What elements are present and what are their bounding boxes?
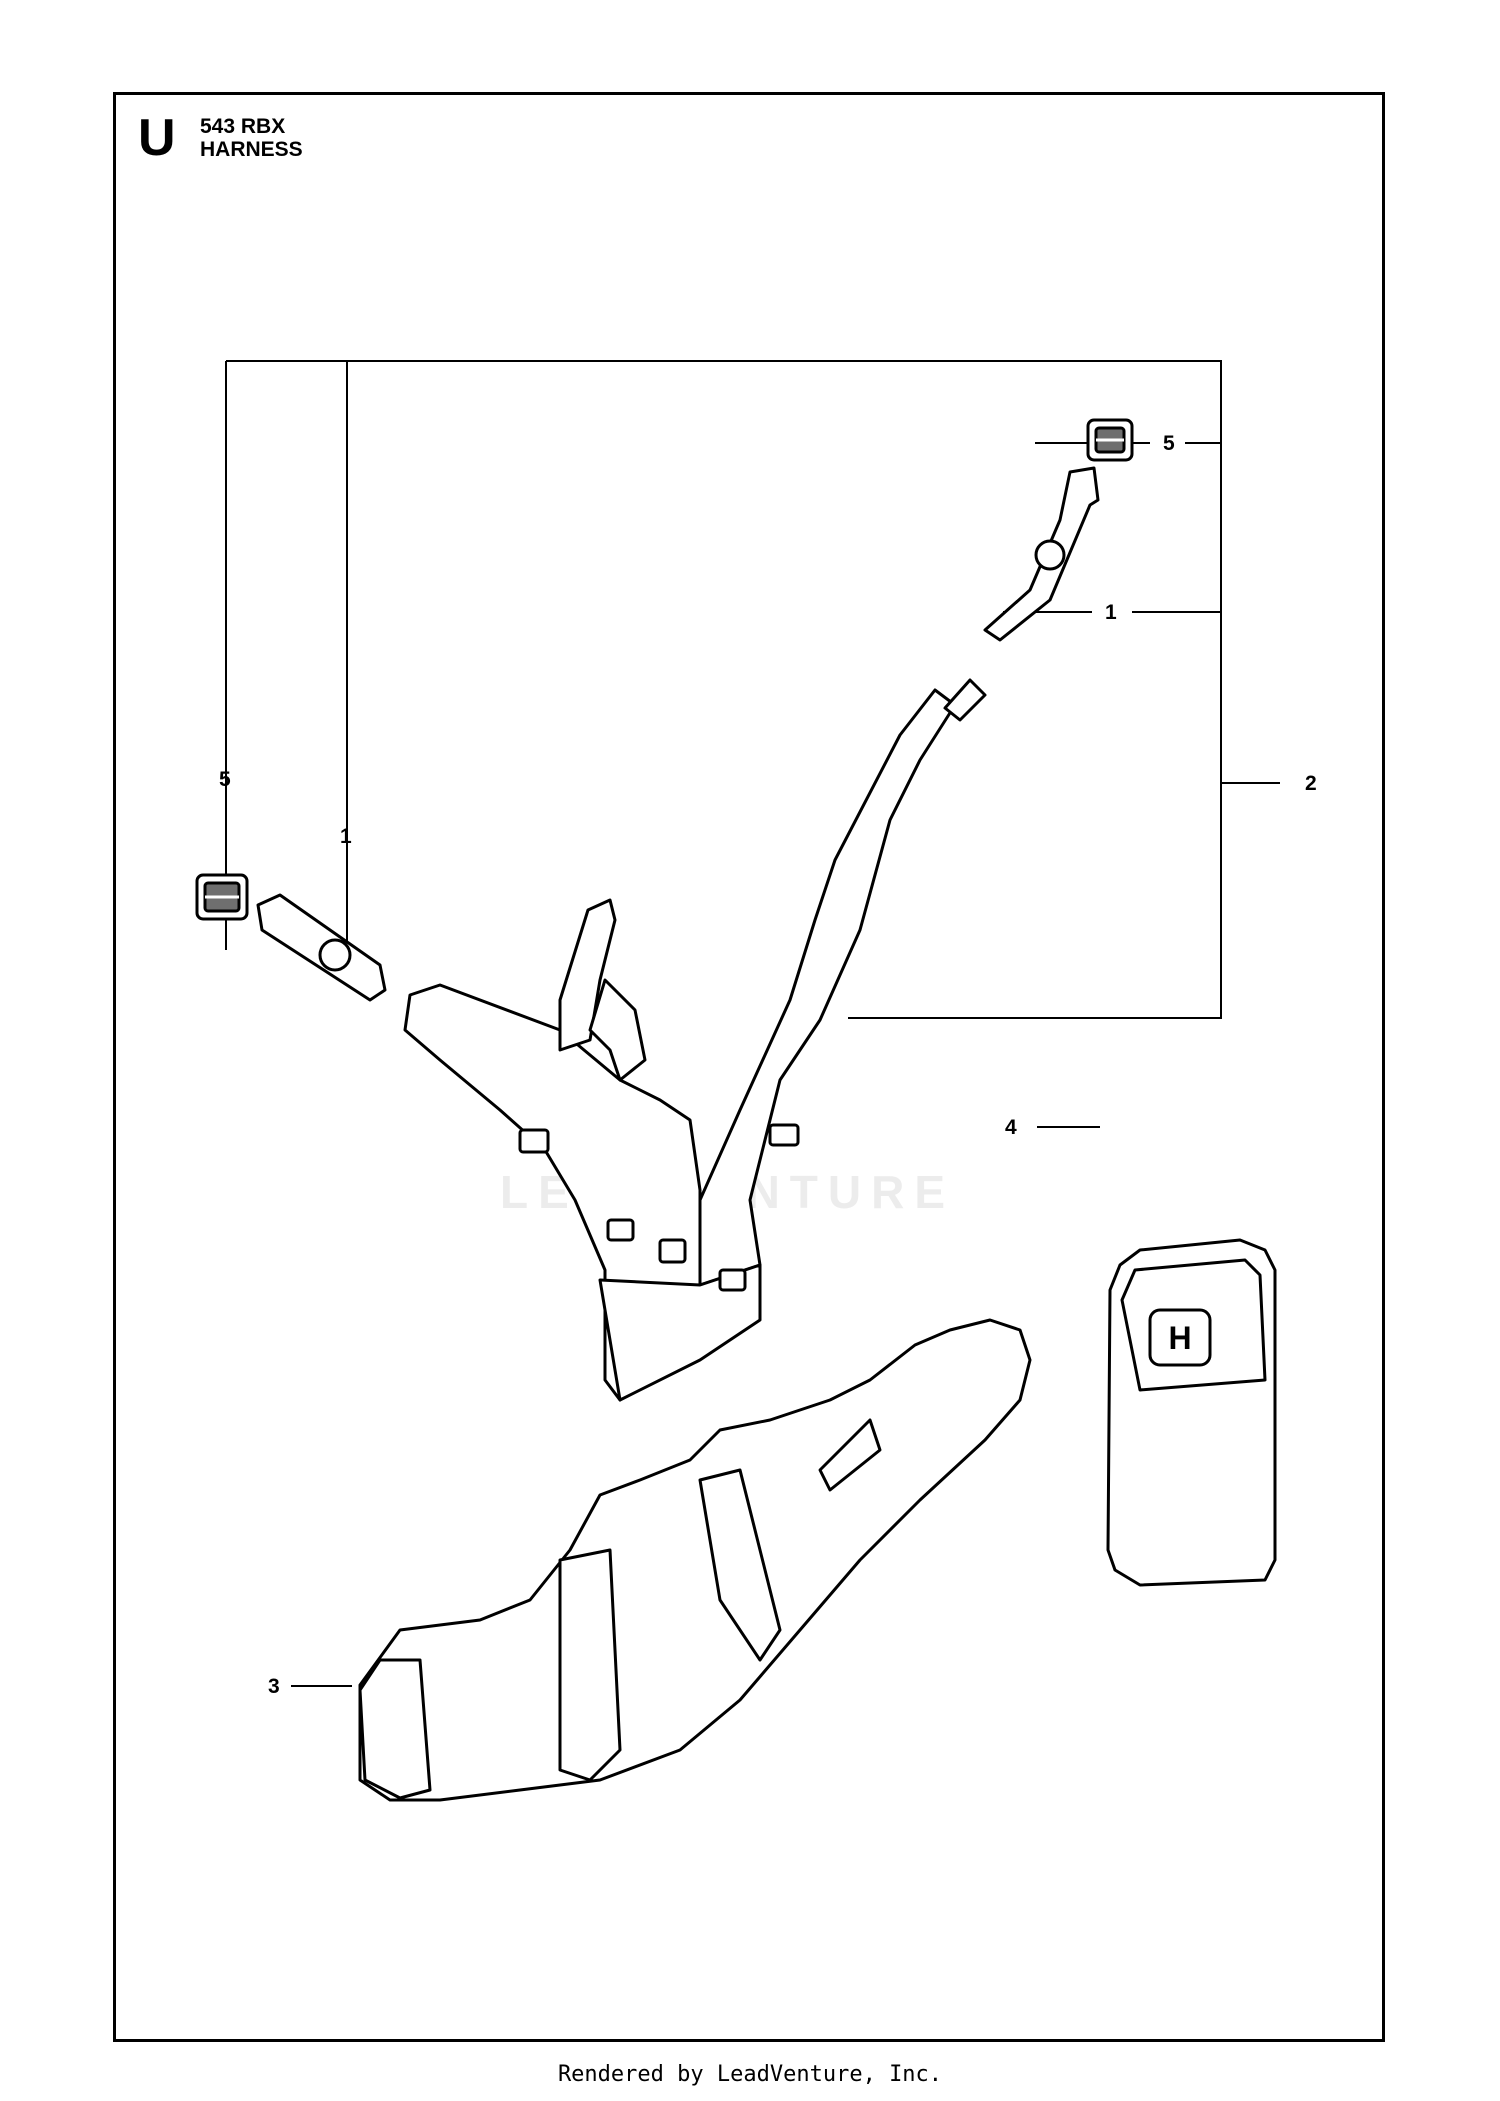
model-title: 543 RBX HARNESS <box>200 115 303 161</box>
callout-4: 4 <box>1005 1116 1017 1139</box>
assembly-title: HARNESS <box>200 138 303 161</box>
footer-credit: Rendered by LeadVenture, Inc. <box>557 2062 943 2087</box>
callout-5-top: 5 <box>1163 432 1175 455</box>
back-pad-icon: H <box>1106 1238 1277 1587</box>
harness-strap-icon <box>403 678 987 1402</box>
strap-clip-icon <box>256 893 387 1002</box>
section-letter: U <box>138 109 176 167</box>
strap-clip-icon <box>983 466 1100 642</box>
model-number: 543 RBX <box>200 115 286 138</box>
buckle-icon <box>195 873 249 921</box>
callout-5-left: 5 <box>219 768 231 791</box>
callout-3: 3 <box>268 1675 280 1698</box>
svg-text:H: H <box>1168 1320 1191 1356</box>
buckle-icon <box>1086 418 1134 462</box>
callout-2: 2 <box>1305 772 1317 795</box>
diagram-frame <box>113 92 1385 2042</box>
assembly-bracket <box>226 360 1222 1019</box>
callout-1-left: 1 <box>340 825 352 848</box>
callout-1-top: 1 <box>1105 601 1117 624</box>
hip-pad-icon <box>358 1318 1032 1802</box>
